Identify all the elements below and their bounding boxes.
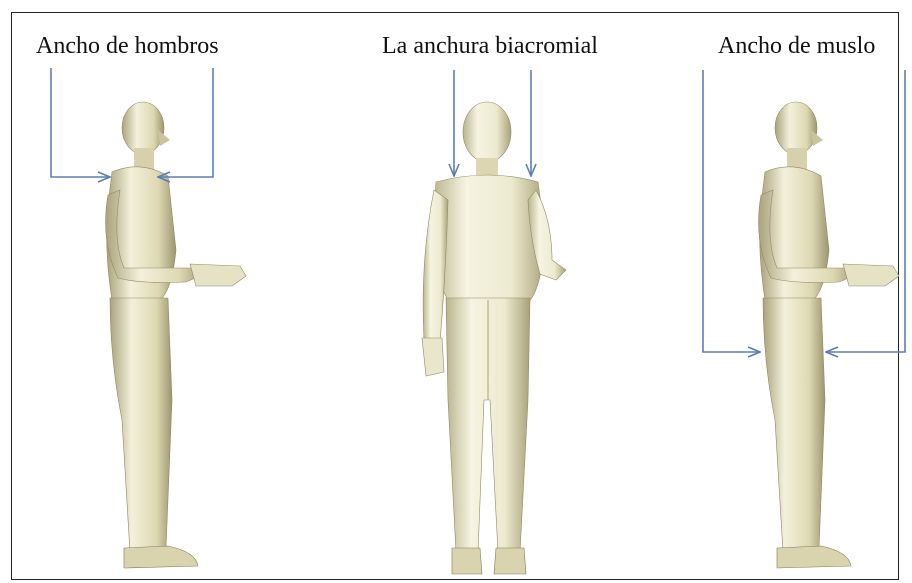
arrow-shoulder-back — [158, 68, 213, 177]
side-figure-right — [759, 102, 899, 568]
arrow-thigh-front — [703, 70, 760, 352]
front-figure-middle — [422, 102, 566, 574]
head — [122, 102, 164, 154]
arrow-thigh-back — [826, 70, 905, 352]
arrow-shoulder-front — [51, 68, 110, 177]
head — [775, 102, 817, 154]
side-figure-left — [106, 102, 246, 568]
head — [463, 102, 511, 162]
